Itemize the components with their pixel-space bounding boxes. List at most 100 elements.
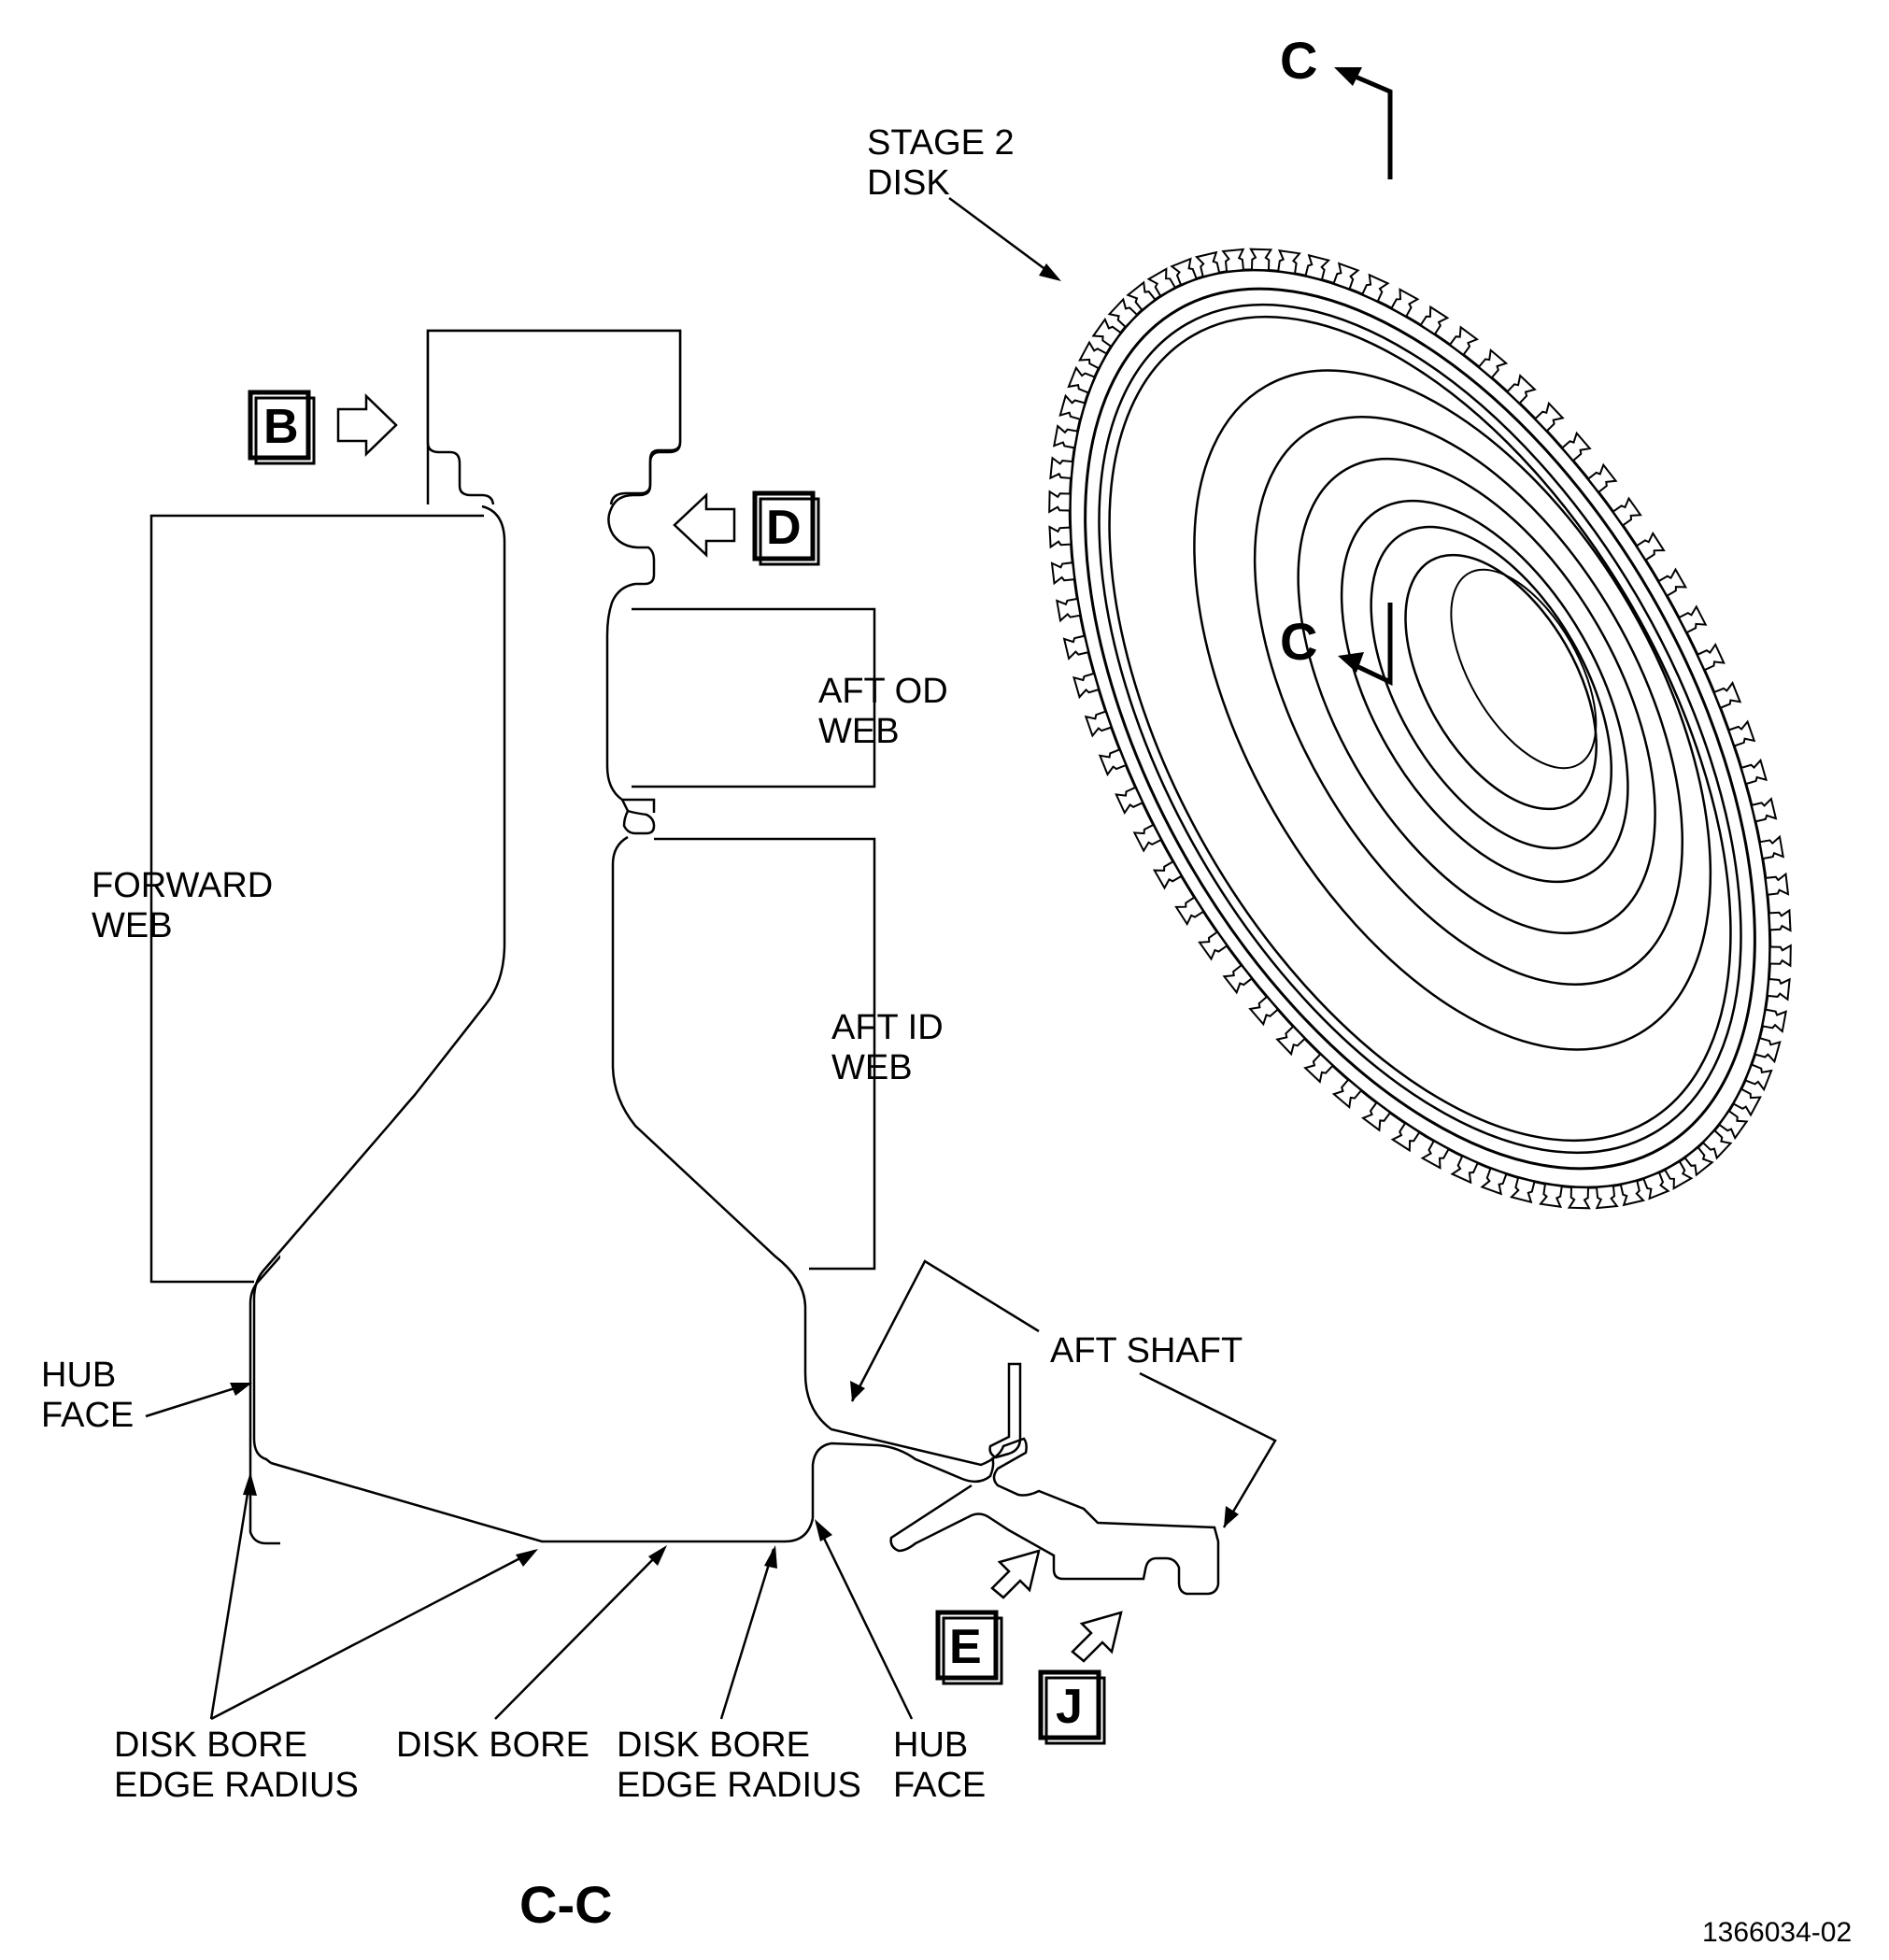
blade-slot-tooth: [1170, 257, 1198, 287]
blade-slot-tooth: [1656, 567, 1688, 598]
marker-b: B: [248, 390, 398, 465]
marker-d-label: D: [766, 501, 802, 555]
blade-slot-tooth: [1743, 1063, 1773, 1092]
blade-slot-tooth: [1050, 561, 1076, 586]
blade-slot-tooth: [1048, 490, 1072, 514]
blade-slot-tooth: [1539, 1183, 1563, 1209]
blade-slot-tooth: [1727, 719, 1756, 747]
blade-slot-tooth: [1248, 995, 1280, 1027]
blade-slot-tooth: [1277, 249, 1301, 275]
blade-slot-tooth: [1509, 1176, 1536, 1204]
blade-slot-tooth: [1450, 1155, 1480, 1185]
disk-bore-callout: DISK BORE: [396, 1545, 667, 1765]
section-title: C-C: [519, 1875, 613, 1934]
aft-shaft-callout: AFT SHAFT: [850, 1259, 1277, 1528]
blade-slot-tooth: [1056, 597, 1082, 623]
section-cut-top-label: C: [1280, 31, 1317, 90]
blade-slot-tooth: [1049, 456, 1074, 480]
blade-slot-tooth: [1058, 393, 1087, 421]
blade-slot-tooth: [1275, 1025, 1307, 1057]
marker-e-label: E: [949, 1620, 982, 1674]
blade-slot-tooth: [1360, 1101, 1392, 1132]
blade-slot-tooth: [1761, 1008, 1788, 1033]
blade-slot-tooth: [1249, 248, 1273, 272]
marker-j: J: [1038, 1611, 1123, 1745]
blade-slot-tooth: [1084, 710, 1113, 738]
stage-2-disk-callout: STAGE 2 DISK: [867, 123, 1061, 281]
aft-id-web-bracket: AFT ID WEB: [654, 837, 944, 1271]
blade-slot-tooth: [1107, 297, 1139, 329]
aft-id-web-label-1: AFT ID: [831, 1008, 944, 1047]
blade-slot-tooth: [1126, 280, 1157, 312]
disk-bore-edge-right-label-1: DISK BORE: [617, 1726, 810, 1765]
section-cut-top: C: [1280, 31, 1393, 179]
blade-slots: [1048, 248, 1792, 1210]
blade-slot-tooth: [1078, 340, 1108, 370]
blade-slot-tooth: [1048, 525, 1072, 549]
section-cut-center: C: [1280, 603, 1393, 686]
stage-2-disk-label-2: DISK: [867, 163, 950, 203]
aft-od-web-label-1: AFT OD: [818, 672, 948, 711]
disk-bore-edge-left-label-2: EDGE RADIUS: [114, 1766, 359, 1805]
stage-2-disk-label-1: STAGE 2: [867, 123, 1015, 163]
web-profile: [252, 493, 1220, 1596]
blade-slot-tooth: [1146, 267, 1177, 298]
hub-face-right-label-1: HUB: [893, 1726, 968, 1765]
aft-od-web-bracket: AFT OD WEB: [632, 607, 948, 788]
blade-slot-tooth: [1480, 1167, 1508, 1196]
blade-slot-tooth: [1052, 424, 1079, 449]
aft-od-web-label-2: WEB: [818, 712, 900, 751]
blade-slot-tooth: [1766, 977, 1791, 1001]
blade-slot-tooth: [1174, 896, 1205, 927]
blade-slot-tooth: [1420, 1139, 1450, 1170]
blade-slot-tooth: [1390, 1121, 1421, 1153]
blade-slot-tooth: [1701, 1129, 1733, 1160]
blade-slot-tooth: [1221, 248, 1245, 273]
blade-slot-tooth: [1198, 930, 1229, 961]
blade-slot-tooth: [1663, 1159, 1694, 1190]
blade-slot-tooth: [1758, 834, 1784, 860]
blade-slot-tooth: [1505, 374, 1537, 405]
disk-bore-edge-left-label-1: DISK BORE: [114, 1726, 307, 1765]
blade-slot-tooth: [1740, 758, 1768, 786]
disk-bore-edge-right-label-2: EDGE RADIUS: [617, 1766, 861, 1805]
blade-slot-tooth: [1642, 1171, 1670, 1200]
hub-face-left-label-2: FACE: [41, 1396, 134, 1435]
blade-slot-tooth: [1419, 305, 1450, 336]
blade-slot-tooth: [1152, 859, 1184, 890]
blade-slot-tooth: [1696, 642, 1726, 672]
blade-slot-tooth: [1072, 672, 1101, 700]
blade-slot-tooth: [1331, 1078, 1363, 1110]
blade-slot-tooth: [1360, 273, 1390, 303]
hub-face-right-callout: HUB FACE: [815, 1519, 986, 1805]
blade-slot-tooth: [1586, 462, 1618, 494]
blade-slot-tooth: [1567, 1186, 1591, 1210]
hub-face-left-callout: HUB FACE: [41, 1356, 252, 1435]
blade-slot-tooth: [1303, 1052, 1335, 1084]
hub-face-left-label-1: HUB: [41, 1356, 116, 1395]
blade-slot-tooth: [1304, 253, 1331, 281]
blade-slot-tooth: [1222, 963, 1254, 995]
disk-bore-edge-right-callout: DISK BORE EDGE RADIUS: [617, 1545, 861, 1805]
hub-face-right-label-2: FACE: [893, 1766, 986, 1805]
blade-slot-tooth: [1390, 288, 1420, 319]
blade-slot-tooth: [1533, 401, 1565, 433]
blade-slot-tooth: [1332, 262, 1360, 291]
blade-slot-tooth: [1560, 431, 1592, 462]
forward-web-bracket: FORWARD WEB: [92, 514, 484, 1284]
blade-slot-tooth: [1448, 325, 1480, 357]
marker-e: E: [935, 1549, 1041, 1685]
blade-slot-tooth: [1712, 681, 1742, 710]
blade-slot-tooth: [1067, 365, 1097, 394]
blade-slot-tooth: [1764, 872, 1790, 896]
section-profile-detail: [426, 329, 682, 507]
section-cut-center-label: C: [1280, 612, 1317, 671]
disk-bore-label: DISK BORE: [396, 1726, 589, 1765]
disk-bore-edge-left-callout: DISK BORE EDGE RADIUS: [114, 1472, 538, 1805]
blade-slot-tooth: [1091, 317, 1123, 348]
blade-slot-tooth: [1717, 1109, 1749, 1141]
blade-slot-tooth: [1750, 797, 1778, 823]
marker-j-label: J: [1056, 1680, 1083, 1734]
blade-slot-tooth: [1619, 1179, 1646, 1207]
